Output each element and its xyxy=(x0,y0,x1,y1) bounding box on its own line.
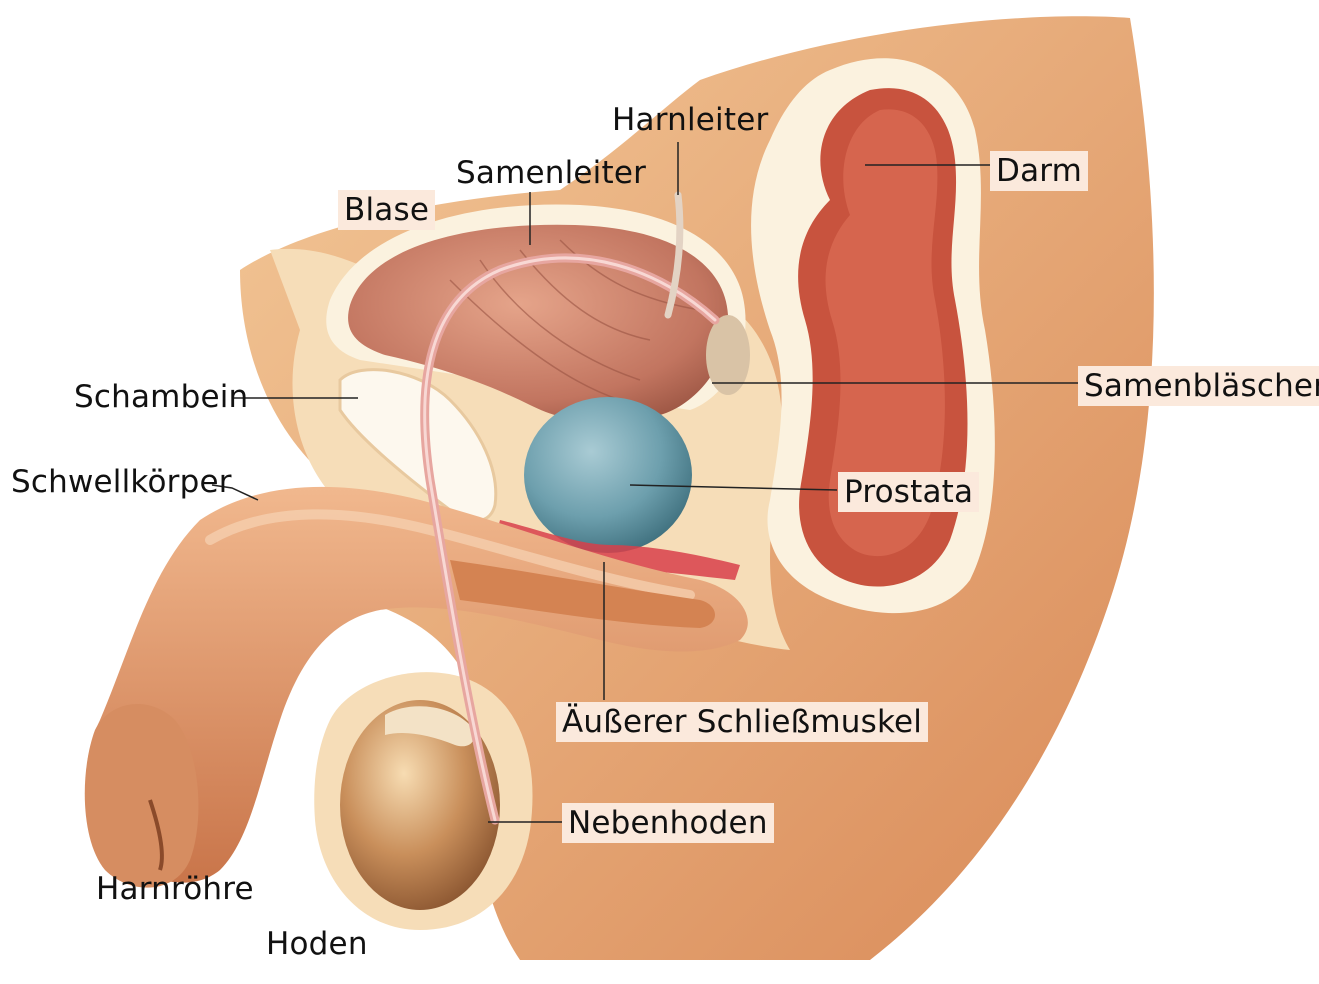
label-harnleiter: Harnleiter xyxy=(612,100,768,140)
label-blase: Blase xyxy=(338,190,435,230)
label-schwellkoerper: Schwellkörper xyxy=(11,462,232,502)
label-samenblaeschen: Samenbläschen xyxy=(1078,366,1319,406)
label-samenleiter: Samenleiter xyxy=(456,153,646,193)
label-hoden: Hoden xyxy=(266,924,368,964)
label-darm: Darm xyxy=(990,151,1088,191)
prostate xyxy=(524,397,692,553)
label-schambein: Schambein xyxy=(74,377,248,417)
label-nebenhoden: Nebenhoden xyxy=(562,803,774,843)
label-prostata: Prostata xyxy=(838,472,979,512)
label-harnroehre: Harnröhre xyxy=(96,869,254,909)
label-schliessmuskel: Äußerer Schließmuskel xyxy=(556,702,928,742)
glans xyxy=(85,704,199,888)
